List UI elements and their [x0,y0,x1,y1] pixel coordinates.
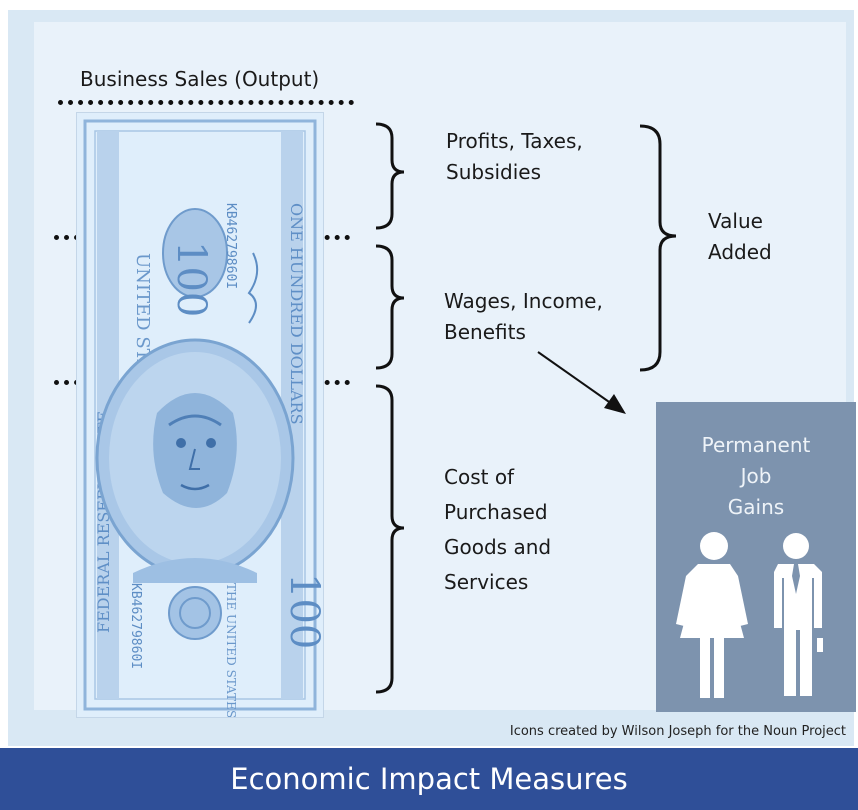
cost-label-line-3: Goods and [444,535,552,559]
job-gains-title-line-3: Gains [727,495,785,519]
wages-label-line-2: Benefits [444,320,526,344]
job-gains-title-line-2: Job [740,464,772,488]
profits-label: Profits, Taxes, Subsidies [446,126,583,188]
arrow-head [604,394,626,414]
value-added-label: Value Added [708,206,772,268]
wages-label-line-1: Wages, Income, [444,289,603,313]
profits-label-line-1: Profits, Taxes, [446,129,583,153]
svg-text:100: 100 [281,573,323,649]
job-gains-title: Permanent Job Gains [656,430,856,523]
job-gains-title-line-1: Permanent [701,433,811,457]
cost-label: Cost of Purchased Goods and Services [444,460,551,600]
footer-title-bar: Economic Impact Measures [0,748,858,810]
wages-label: Wages, Income, Benefits [444,286,603,348]
icon-credit: Icons created by Wilson Joseph for the N… [509,724,846,739]
svg-text:ONE HUNDRED DOLLARS: ONE HUNDRED DOLLARS [287,203,306,425]
woman-icon [676,532,748,698]
cost-label-line-1: Cost of [444,465,515,489]
svg-text:KB46279860I: KB46279860I [128,583,143,669]
cost-label-line-2: Purchased [444,500,548,524]
cost-label-line-4: Services [444,570,529,594]
page-title: Economic Impact Measures [230,762,628,796]
bracket-wages [375,244,405,370]
job-gains-box: Permanent Job Gains [656,402,856,712]
bracket-cost [375,384,405,694]
man-icon [774,533,823,696]
svg-text:THE UNITED STATES: THE UNITED STATES [224,583,238,717]
bracket-value-added [639,124,677,372]
bracket-profits [375,122,405,230]
hundred-dollar-bill-icon: FEDERAL RESERVE NOTE ONE HUNDRED DOLLARS… [76,112,324,718]
arrow-to-job-gains [537,351,613,405]
value-added-line-2: Added [708,240,772,264]
value-added-line-1: Value [708,209,763,233]
business-sales-label: Business Sales (Output) [80,67,320,91]
svg-text:KB46279860I: KB46279860I [223,203,238,289]
profits-label-line-2: Subsidies [446,160,542,184]
svg-text:100: 100 [168,241,214,317]
output-divider [58,100,354,105]
